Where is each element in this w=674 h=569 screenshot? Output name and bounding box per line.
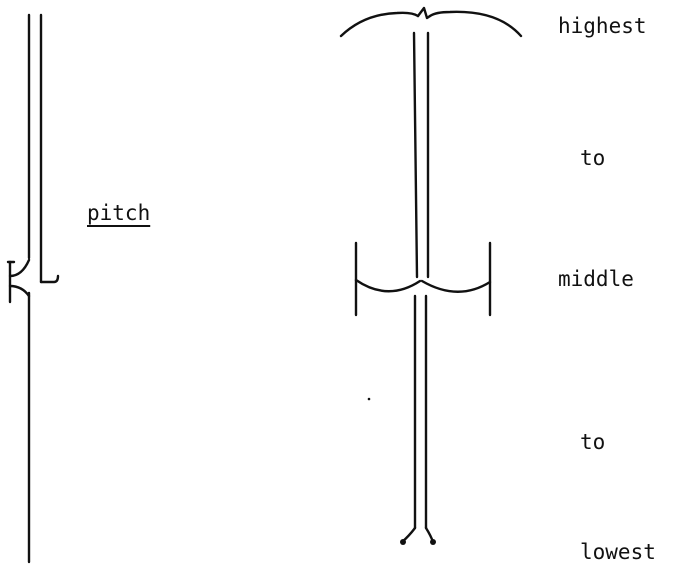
pitch-staff xyxy=(6,13,60,564)
pitch-staff-notch-lower-arm xyxy=(8,284,31,298)
bottom-foot-right-tip xyxy=(430,539,436,545)
to-lower-label: to xyxy=(580,430,606,454)
pitch-staff-notch-upper-arm xyxy=(8,258,31,278)
stray-speck xyxy=(367,397,371,401)
pitch-staff-hook xyxy=(39,274,60,284)
lowest-label: lowest xyxy=(580,540,656,564)
bottom-foot-left-tip xyxy=(400,539,406,545)
top-brace-peak xyxy=(416,6,432,20)
highest-label: highest xyxy=(558,14,647,38)
upper-stem-left xyxy=(412,31,419,279)
middle-bracket-left-curve xyxy=(354,278,422,293)
pitch-range-indicator xyxy=(339,6,523,545)
middle-bracket-right-curve xyxy=(420,279,492,293)
to-upper-label: to xyxy=(580,146,606,170)
middle-label: middle xyxy=(558,267,634,291)
pitch-label: pitch xyxy=(87,201,151,225)
top-brace-right xyxy=(428,10,523,38)
top-brace xyxy=(339,11,420,38)
